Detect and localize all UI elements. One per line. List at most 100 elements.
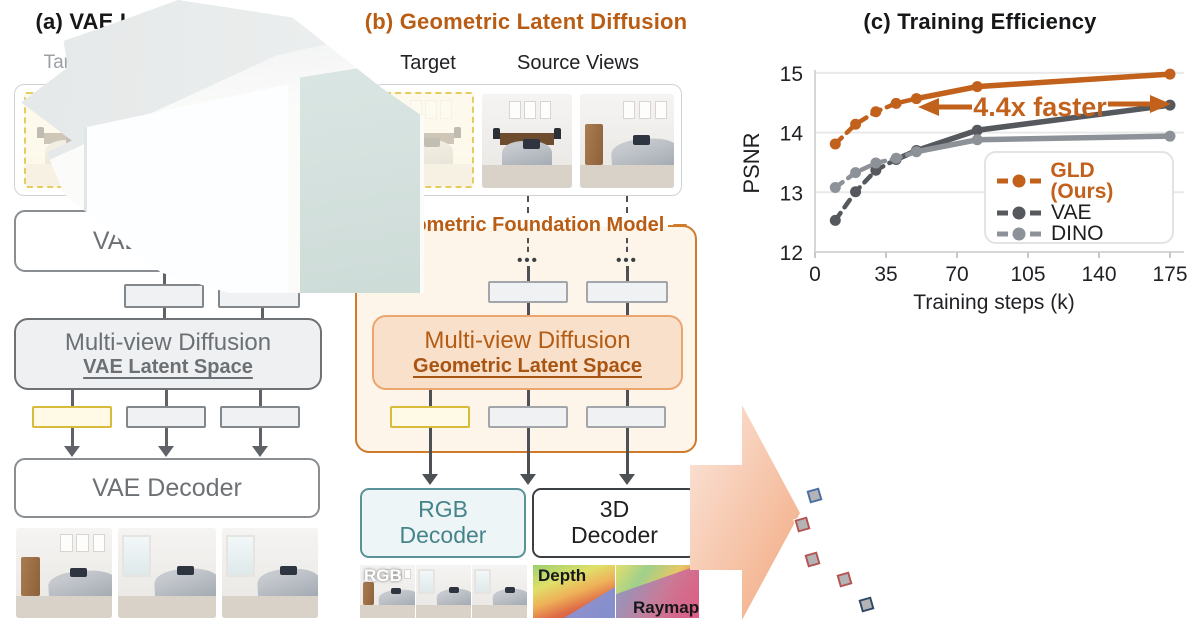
camera-pose-marker <box>805 486 824 505</box>
vae-decoder-box: VAE Decoder <box>14 458 320 518</box>
dashed-connector <box>527 196 529 224</box>
thumb-pillow <box>176 565 195 575</box>
latent-token <box>124 284 204 308</box>
connector-arrow <box>165 428 168 448</box>
panel-b-source-label: Source Views <box>517 51 639 74</box>
connector <box>527 303 530 315</box>
rgb-decoder-box: RGB Decoder <box>360 488 526 558</box>
multiview-diffusion-b-line1: Multi-view Diffusion <box>424 327 631 355</box>
rgb-decoder-line1: RGB <box>418 496 468 523</box>
legend-label: VAE <box>1051 201 1092 224</box>
thumb-dresser <box>362 581 374 606</box>
thumb-poster <box>440 100 452 119</box>
thumb-floor <box>472 605 527 618</box>
camera-pose-marker <box>835 570 854 589</box>
ellipsis-dots: ••• <box>616 252 638 269</box>
thumb-floor <box>482 165 572 188</box>
chart-legend: GLD (Ours) VAE DINO <box>984 151 1174 244</box>
panel-a-output-image-2 <box>118 528 216 618</box>
thumb-floor <box>16 596 112 618</box>
depth-map-image <box>533 565 615 618</box>
3d-decoder-line1: 3D <box>599 496 630 523</box>
thumb-poster <box>655 100 668 120</box>
thumb-lamp <box>454 127 462 139</box>
svg-text:12: 12 <box>780 242 803 265</box>
panel-c-title: (c) Training Efficiency <box>863 9 1097 34</box>
thumb-poster <box>524 100 536 120</box>
render-tv <box>1052 319 1138 407</box>
svg-text:105: 105 <box>1010 263 1045 286</box>
connector <box>429 390 432 406</box>
thumb-floor <box>118 596 216 618</box>
legend-label: DINO <box>1051 222 1104 245</box>
svg-text:70: 70 <box>945 263 968 286</box>
thumb-poster <box>394 568 402 580</box>
connector <box>527 390 530 406</box>
thumb-window <box>474 569 491 594</box>
panel-b-title: (b) Geometric Latent Diffusion <box>364 9 688 34</box>
legend-marker-icon <box>997 227 1041 240</box>
dashed-connector <box>527 238 529 252</box>
svg-text:140: 140 <box>1081 263 1116 286</box>
camera-pose-marker <box>793 515 812 534</box>
annotation-text: 4.4x faster <box>973 92 1107 122</box>
arrow-down-icon <box>520 474 536 485</box>
3d-scene-render <box>21 0 424 293</box>
connector-arrow <box>429 428 432 476</box>
thumb-pillow <box>279 565 297 575</box>
connector <box>163 308 166 318</box>
camera-pose-marker <box>857 595 876 614</box>
connector <box>71 390 74 406</box>
thumb-headboard <box>500 133 554 145</box>
thumb-window <box>225 535 255 577</box>
legend-item: GLD (Ours) <box>996 160 1162 202</box>
thumb-dresser <box>20 556 40 597</box>
arrow-down-icon <box>619 474 635 485</box>
thumb-floor <box>580 165 674 188</box>
arrow-down-icon <box>64 446 80 457</box>
rgb-output-image-2 <box>416 565 471 618</box>
rgb-output-image-1 <box>360 565 415 618</box>
target-latent-token <box>390 406 470 428</box>
connector <box>259 390 262 406</box>
target-latent-token <box>32 406 112 428</box>
thumb-pillow <box>69 567 88 577</box>
panel-b-target-label: Target <box>400 51 456 74</box>
thumb-lamp <box>554 127 562 140</box>
legend-label: GLD (Ours) <box>1050 159 1114 203</box>
svg-text:13: 13 <box>780 182 803 205</box>
svg-text:15: 15 <box>780 63 803 86</box>
latent-token <box>488 281 568 303</box>
camera-pose-marker <box>803 550 822 569</box>
geometric-latent-space-label: Geometric Latent Space <box>413 354 642 377</box>
panel-a-output-image-1 <box>16 528 112 618</box>
thumb-pillow <box>390 588 401 594</box>
thumb-poster <box>60 534 73 553</box>
thumb-poster <box>509 100 521 120</box>
thumb-poster <box>623 100 636 120</box>
panel-b-source-image-1 <box>482 94 572 188</box>
point-speckle <box>1008 546 1012 550</box>
dashed-connector <box>626 238 628 252</box>
connector-arrow <box>71 428 74 448</box>
legend-marker-icon <box>997 206 1041 219</box>
thumb-pillow <box>523 139 540 149</box>
thumb-poster <box>539 100 552 120</box>
thumb-poster <box>385 568 393 580</box>
panel-b-source-image-2 <box>580 94 674 188</box>
svg-text:35: 35 <box>874 263 897 286</box>
arrow-down-icon <box>252 446 268 457</box>
thumb-window <box>418 569 435 594</box>
3d-decoder-line2: Decoder <box>571 522 658 548</box>
point-speckle <box>876 571 880 575</box>
svg-text:14: 14 <box>780 123 804 146</box>
connector <box>626 303 629 315</box>
depth-label: Depth <box>538 566 587 585</box>
x-axis-label: Training steps (k) <box>913 291 1075 314</box>
rgb-strip-label: RGB <box>364 566 402 585</box>
connector <box>165 390 168 406</box>
thumb-window <box>121 535 152 577</box>
thumb-floor <box>222 596 318 618</box>
thumb-pillow <box>424 138 441 148</box>
